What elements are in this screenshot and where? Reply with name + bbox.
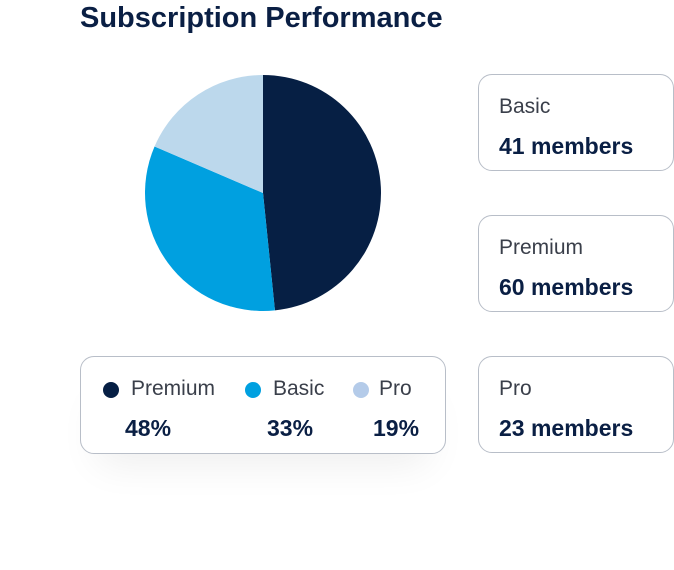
legend-percent-pro: 19% (373, 415, 420, 441)
pie-slice-premium (263, 75, 381, 311)
legend-dot-pro (353, 382, 369, 398)
legend-dot-premium (103, 382, 119, 398)
card-premium-value: 60 members (499, 274, 634, 300)
card-pro-name: Pro (499, 377, 532, 400)
card-pro-value: 23 members (499, 415, 634, 441)
chart-title: Subscription Performance (80, 2, 443, 34)
legend-label-premium: Premium (131, 377, 216, 400)
card-basic-value: 41 members (499, 133, 634, 159)
card-premium-name: Premium (499, 236, 584, 259)
card-basic-name: Basic (499, 95, 551, 118)
legend-dot-basic (245, 382, 261, 398)
pie-slice-pro (154, 75, 263, 193)
legend-percent-basic: 33% (267, 415, 314, 441)
legend-label-basic: Basic (273, 377, 325, 400)
pie-slice-basic (144, 146, 275, 311)
chart-legend: Premium 48% Basic 33% Pro 19% (80, 356, 446, 454)
pie-chart (140, 70, 386, 316)
legend-percent-premium: 48% (125, 415, 172, 441)
card-pro: Pro 23 members (478, 356, 674, 453)
card-basic: Basic 41 members (478, 74, 674, 171)
card-premium: Premium 60 members (478, 215, 674, 312)
pie-chart-svg (144, 75, 381, 311)
legend-label-pro: Pro (379, 377, 412, 400)
